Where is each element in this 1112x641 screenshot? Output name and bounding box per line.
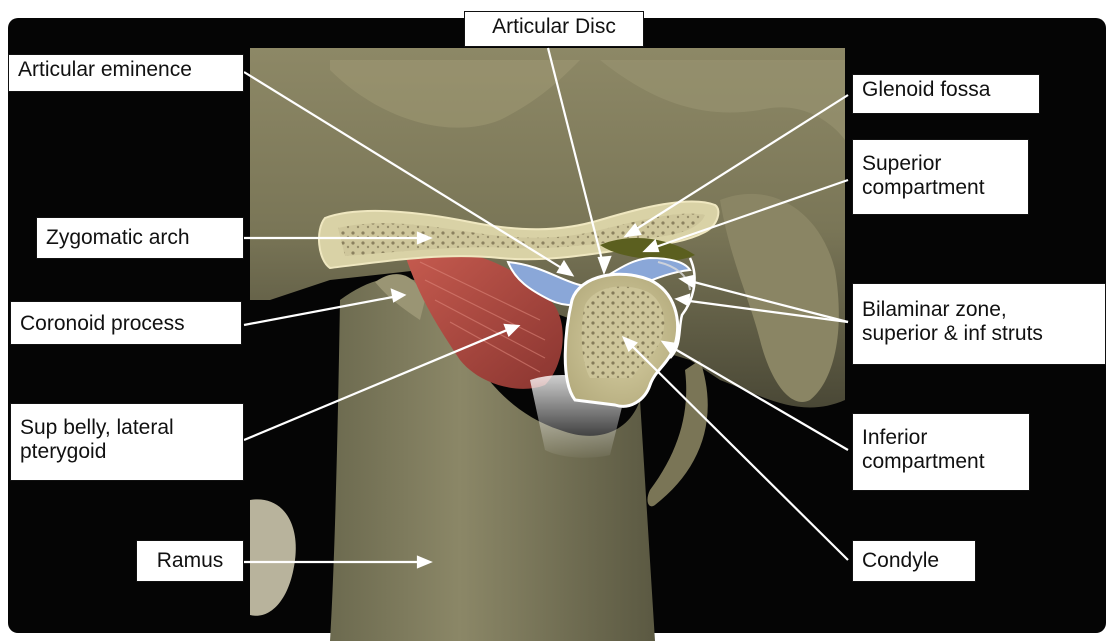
label-condyle: Condyle (852, 540, 976, 582)
label-coronoid-process: Coronoid process (10, 301, 242, 345)
label-articular-disc: Articular Disc (464, 11, 644, 47)
label-zygomatic-arch: Zygomatic arch (36, 217, 244, 259)
label-inferior-compartment: Inferior compartment (852, 413, 1030, 491)
label-bilaminar-zone: Bilaminar zone, superior & inf struts (852, 283, 1106, 365)
label-articular-eminence: Articular eminence (8, 54, 244, 92)
label-superior-compartment: Superior compartment (852, 139, 1029, 215)
label-sup-belly-lateral-pterygoid: Sup belly, lateral pterygoid (10, 403, 244, 481)
label-glenoid-fossa: Glenoid fossa (852, 74, 1040, 114)
label-ramus: Ramus (136, 540, 244, 582)
